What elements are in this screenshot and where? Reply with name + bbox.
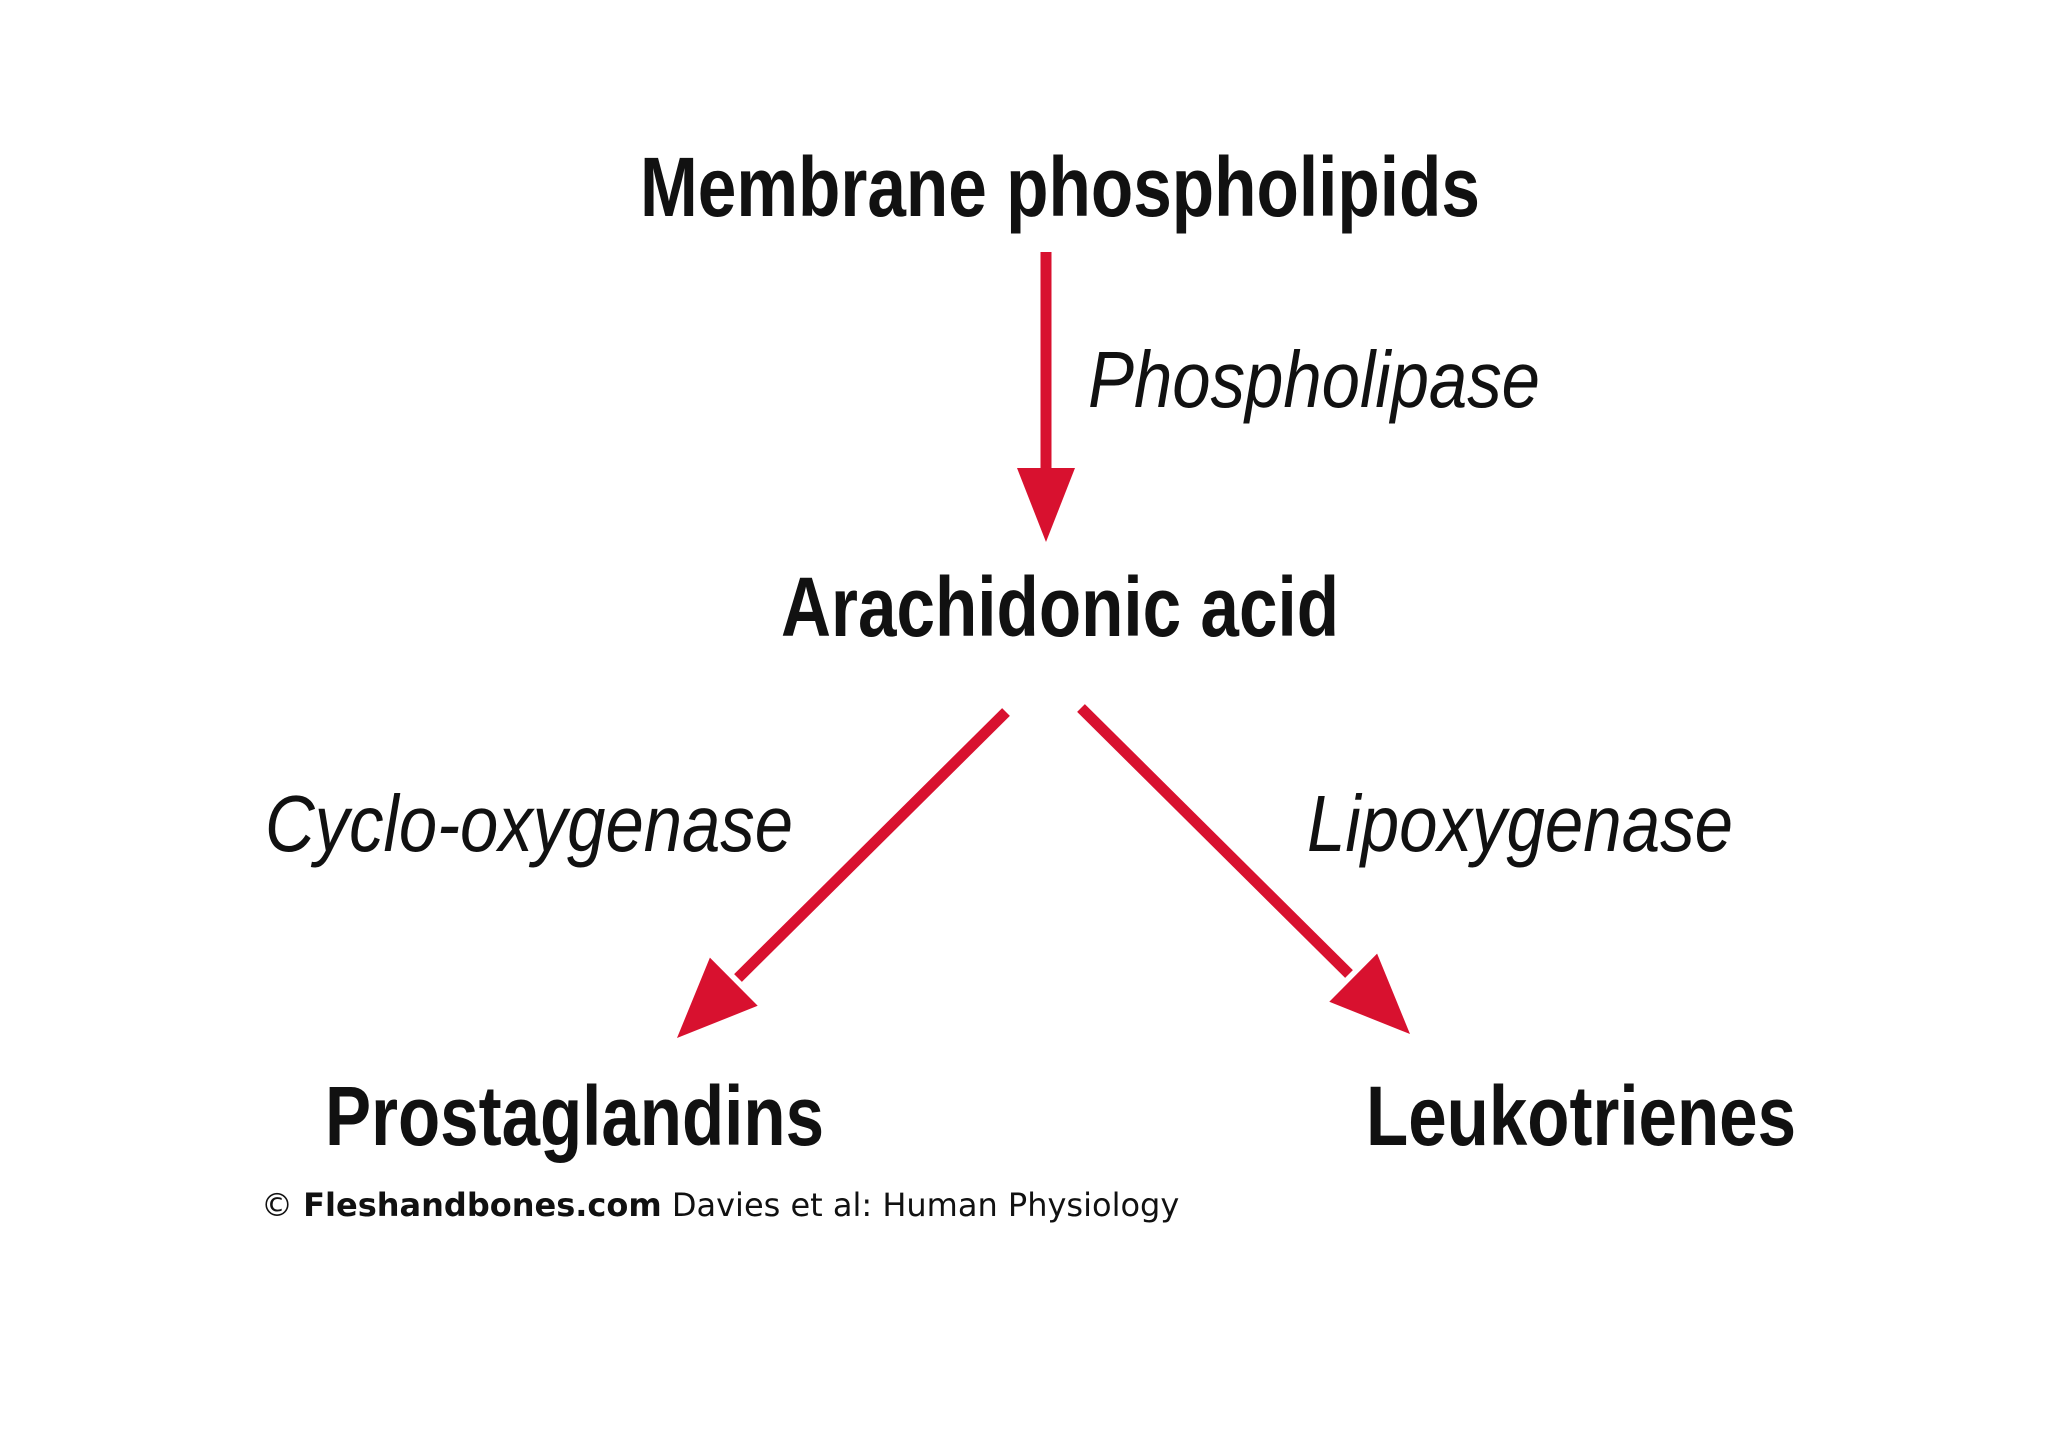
- arrow-lipoxygenase: [1077, 704, 1410, 1034]
- credit-site: Fleshandbones.com: [303, 1186, 662, 1224]
- enzyme-cyclo-oxygenase: Cyclo-oxygenase: [265, 779, 793, 868]
- node-prostaglandins: Prostaglandins: [325, 1069, 824, 1163]
- arrow-phospholipase: [1017, 252, 1075, 542]
- node-leukotrienes: Leukotrienes: [1366, 1069, 1796, 1163]
- node-membrane-phospholipids: Membrane phospholipids: [640, 140, 1480, 234]
- arrow-phospholipase-head: [1017, 468, 1075, 542]
- arrow-lipoxygenase-head: [1329, 953, 1410, 1034]
- enzyme-lipoxygenase: Lipoxygenase: [1307, 779, 1733, 868]
- arrow-lipoxygenase-shaft: [1077, 704, 1353, 978]
- copyright-symbol: ©: [261, 1186, 293, 1224]
- credit-source: Davies et al: Human Physiology: [672, 1186, 1179, 1224]
- arrow-cyclo-oxygenase: [677, 708, 1010, 1038]
- credit-line: © Fleshandbones.com Davies et al: Human …: [261, 1186, 1179, 1224]
- arrow-cyclo-oxygenase-shaft: [734, 708, 1010, 982]
- arrow-cyclo-oxygenase-head: [677, 957, 758, 1038]
- node-arachidonic-acid: Arachidonic acid: [781, 560, 1339, 654]
- enzyme-phospholipase: Phospholipase: [1088, 335, 1540, 424]
